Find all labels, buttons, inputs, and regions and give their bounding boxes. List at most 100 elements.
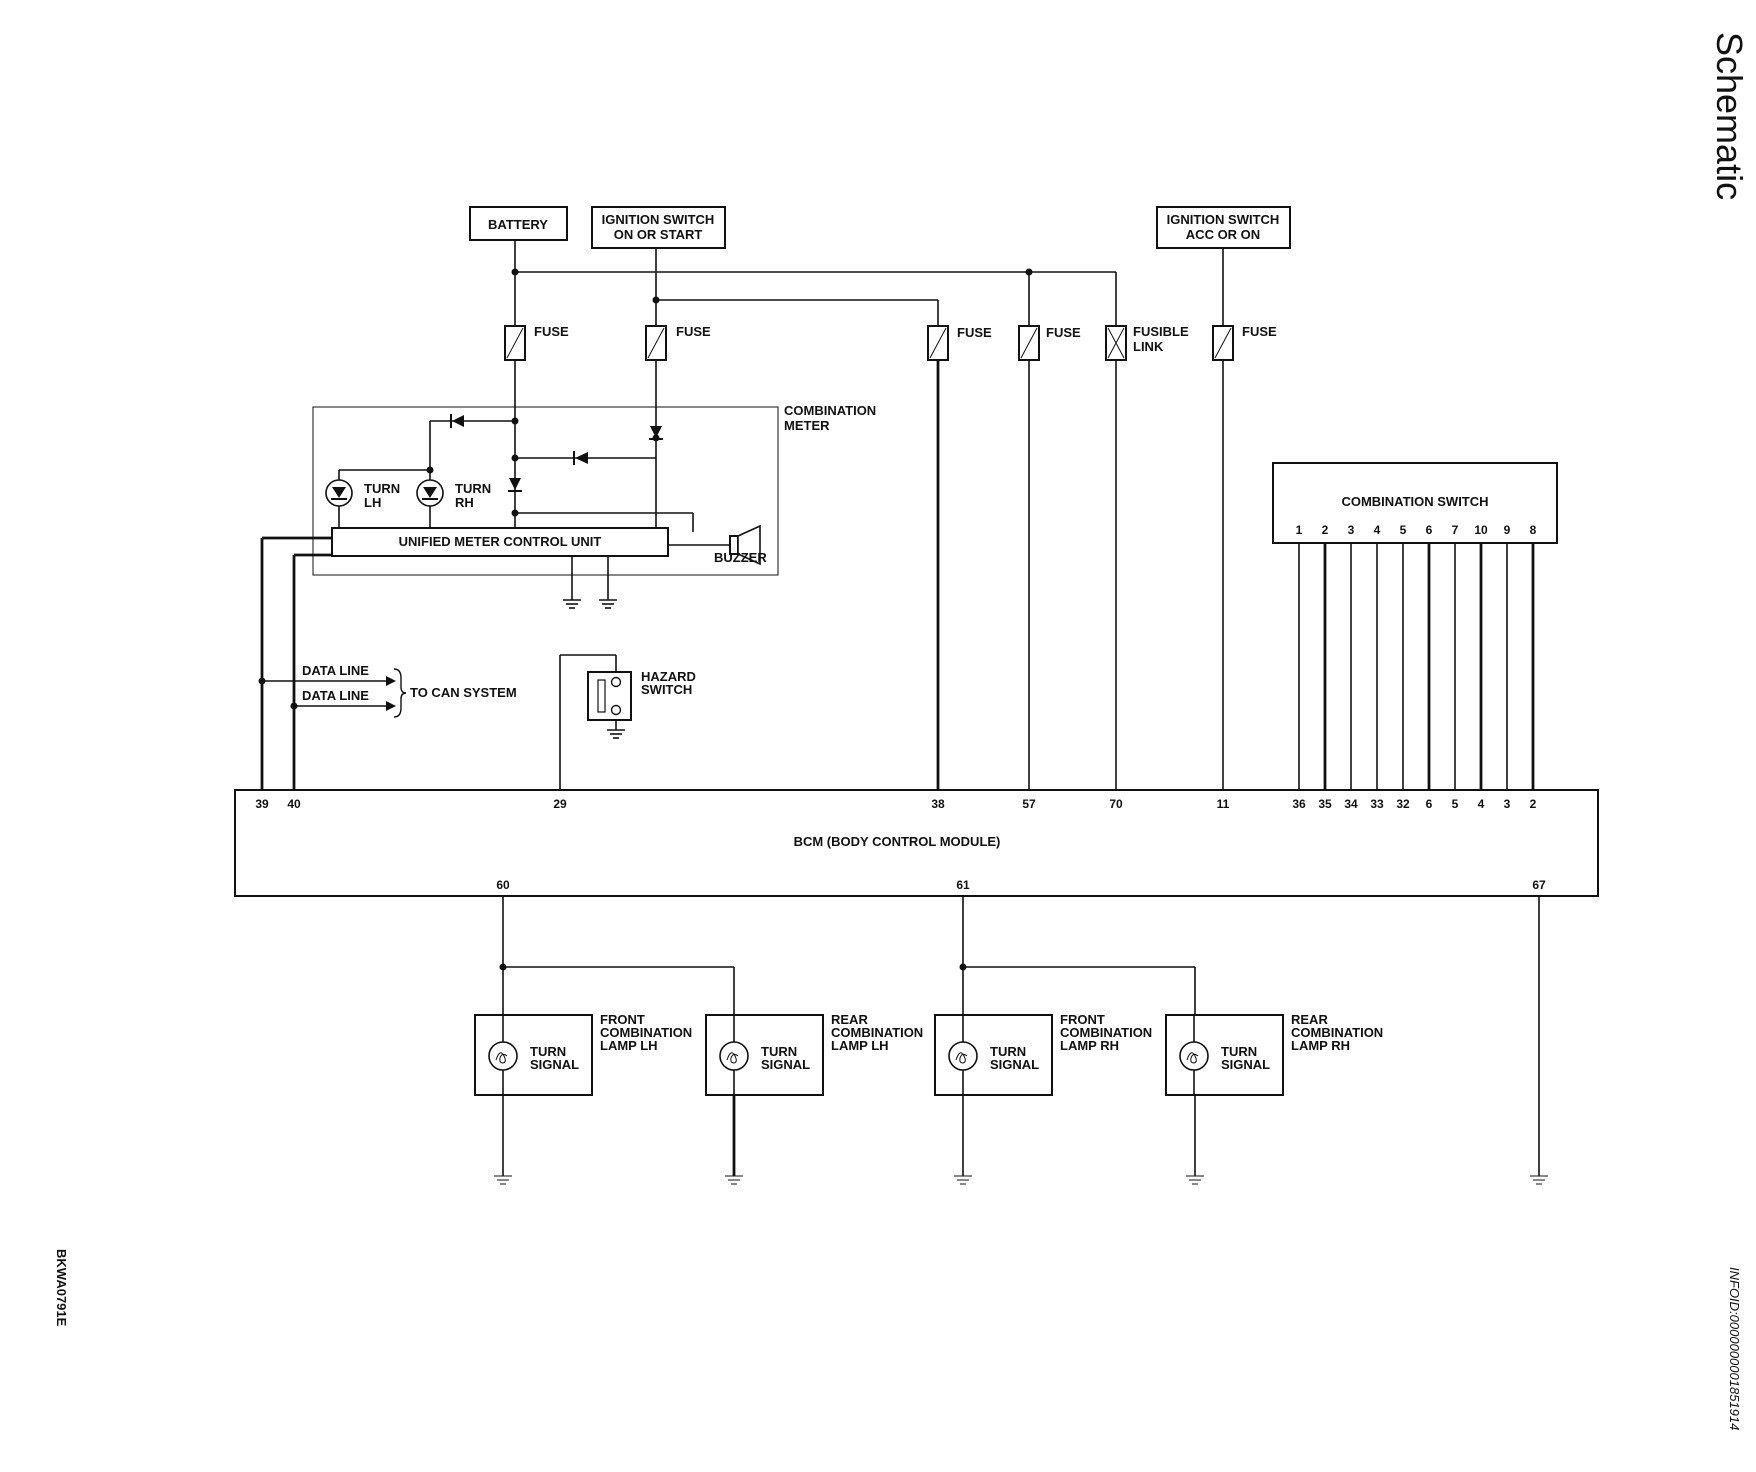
lamp-name-line: COMBINATION: [1291, 1025, 1383, 1040]
bcm-supply-drops: [936, 360, 1224, 790]
diode-icon: [573, 451, 588, 465]
hazard-switch-line1: HAZARD: [641, 669, 696, 684]
turn-lh-indicator-icon: [325, 479, 353, 507]
document-id: INFOID:0000000001851914: [1727, 1267, 1742, 1430]
combination-switch-pin: 2: [1322, 523, 1329, 537]
bcm-pin-label: 5: [1452, 797, 1459, 811]
diode-icon: [649, 426, 663, 440]
ign-acc-on-line1: IGNITION SWITCH: [1167, 212, 1280, 227]
lamp-name-line: LAMP RH: [1060, 1038, 1119, 1053]
combination-switch-pin: 6: [1426, 523, 1433, 537]
ground-icon: [607, 729, 625, 739]
bcm-pin-label: 6: [1426, 797, 1433, 811]
figure-code: BKWA0791E: [54, 1249, 69, 1327]
lamp-function-line1: TURN: [530, 1044, 566, 1059]
lamp-name-line: FRONT: [600, 1012, 645, 1027]
lamp-function-line2: SIGNAL: [1221, 1057, 1270, 1072]
combination-switch-pin: 8: [1530, 523, 1537, 537]
turn-lh-line1: TURN: [364, 481, 400, 496]
ground-icon: [954, 1175, 972, 1185]
combination-switch-pin: 7: [1452, 523, 1459, 537]
bcm-pin-label: 35: [1318, 797, 1332, 811]
fuse-ignition-bcm: FUSE: [927, 325, 992, 361]
data-line-label: DATA LINE: [302, 688, 369, 703]
combination-switch-pin: 3: [1348, 523, 1355, 537]
combination-switch-pin: 10: [1474, 523, 1488, 537]
diode-icon: [508, 478, 522, 492]
combination-switch-pin: 4: [1374, 523, 1381, 537]
hazard-switch-line2: SWITCH: [641, 682, 692, 697]
bcm-pin-label: 4: [1478, 797, 1485, 811]
lamp-name-line: FRONT: [1060, 1012, 1105, 1027]
can-data-lines: DATA LINE DATA LINE TO CAN SYSTEM: [258, 536, 517, 790]
bcm-pin-label: 38: [931, 797, 945, 811]
combination-switch-pin: 1: [1296, 523, 1303, 537]
ign-on-start-line2: ON OR START: [614, 227, 703, 242]
bcm-pin-label: 60: [496, 878, 510, 892]
fuse-ignition-meter: FUSE: [645, 324, 711, 361]
diode-icon: [450, 414, 464, 428]
ground-icon: [1530, 1175, 1548, 1185]
lamp-name-line: COMBINATION: [1060, 1025, 1152, 1040]
ign-on-start-line1: IGNITION SWITCH: [602, 212, 715, 227]
ignition-switch-on-start: IGNITION SWITCH ON OR START: [591, 206, 726, 249]
fuse-label: FUSE: [957, 325, 992, 340]
lamp-name-line: COMBINATION: [831, 1025, 923, 1040]
turn-rh-indicator-icon: [416, 479, 444, 507]
combination-switch-pin: 9: [1504, 523, 1511, 537]
fusible-link-line2: LINK: [1133, 339, 1164, 354]
ign-acc-on-line2: ACC OR ON: [1186, 227, 1260, 242]
bcm-pin-label: 34: [1344, 797, 1358, 811]
bcm-pin-label: 3: [1504, 797, 1511, 811]
lamp-name-line: REAR: [831, 1012, 868, 1027]
bulb-icon: [1179, 1041, 1209, 1071]
lamp-function-line2: SIGNAL: [530, 1057, 579, 1072]
ground-icon: [1186, 1175, 1204, 1185]
bcm-title: BCM (BODY CONTROL MODULE): [794, 834, 1001, 849]
ground-icon: [725, 1175, 743, 1185]
ground-icon: [494, 1175, 512, 1185]
bcm-pin-label: 29: [553, 797, 567, 811]
turn-lh-line2: LH: [364, 495, 381, 510]
fuse-acc-bcm: FUSE: [1212, 324, 1277, 361]
lamp-function-line2: SIGNAL: [990, 1057, 1039, 1072]
lamp-name-line: LAMP RH: [1291, 1038, 1350, 1053]
bulb-icon: [948, 1041, 978, 1071]
bcm-pin-label: 40: [287, 797, 301, 811]
bulb-icon: [719, 1041, 749, 1071]
fusible-link: FUSIBLE LINK: [1105, 324, 1189, 361]
buzzer-icon: [729, 524, 761, 566]
ignition-switch-acc-on: IGNITION SWITCH ACC OR ON: [1156, 206, 1291, 249]
lamp-function-line1: TURN: [990, 1044, 1026, 1059]
bcm-pin-label: 70: [1109, 797, 1123, 811]
lamp-wiring: [499, 896, 1540, 1176]
bcm-pin-label: 61: [956, 878, 970, 892]
bcm-pin-label: 67: [1532, 878, 1546, 892]
fuse-label: FUSE: [1242, 324, 1277, 339]
unified-meter-control-unit: UNIFIED METER CONTROL UNIT: [331, 527, 669, 557]
combination-meter-title-line2: METER: [784, 418, 830, 433]
supply-wiring: [511, 240, 1224, 326]
combination-meter-title-line1: COMBINATION: [784, 403, 876, 418]
lamp-function-line1: TURN: [1221, 1044, 1257, 1059]
bcm-pin-label: 32: [1396, 797, 1410, 811]
lamp-function-line1: TURN: [761, 1044, 797, 1059]
ground-icon: [599, 599, 617, 609]
fuse-label: FUSE: [534, 324, 569, 339]
bcm-pin-label: 36: [1292, 797, 1306, 811]
turn-rh-line1: TURN: [455, 481, 491, 496]
hazard-switch: HAZARD SWITCH: [559, 654, 696, 790]
bcm-pin-label: 11: [1217, 797, 1230, 811]
fuse-battery-meter: FUSE: [504, 324, 569, 361]
fusible-link-line1: FUSIBLE: [1133, 324, 1189, 339]
fuse-label: FUSE: [676, 324, 711, 339]
bottom-grounds: [494, 1175, 1548, 1185]
battery-source: BATTERY: [469, 206, 568, 241]
